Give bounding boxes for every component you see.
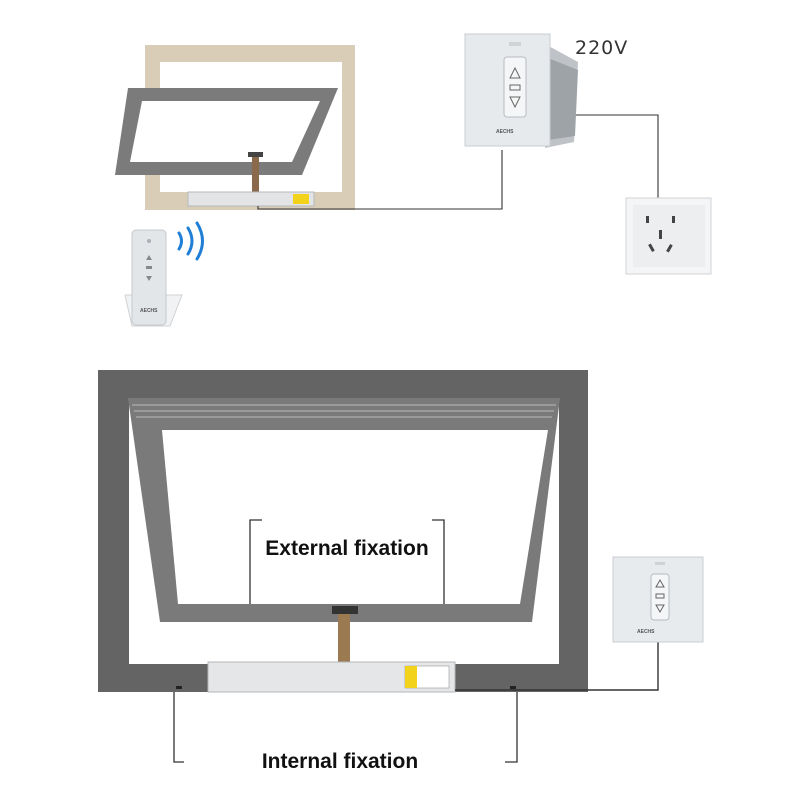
- wire-actuator-to-switch: [257, 150, 503, 210]
- top-wall-switch: AECHS: [464, 33, 578, 148]
- bottom-switch-logo: AECHS: [637, 629, 655, 635]
- top-actuator-chain: [252, 155, 259, 197]
- top-wiring: [257, 114, 659, 210]
- bottom-actuator-chain: [338, 612, 350, 664]
- bottom-wall-switch: AECHS: [612, 556, 704, 643]
- stop-icon: [509, 84, 521, 91]
- remote-logo: AECHS: [140, 308, 158, 314]
- remote-control: AECHS: [124, 229, 183, 327]
- top-actuator-body: [187, 191, 315, 207]
- wire-switch-to-socket: [560, 114, 659, 198]
- down-arrow-icon: [509, 96, 521, 109]
- up-arrow-icon: [509, 66, 521, 79]
- wire-bottom-actuator-to-switch: [455, 642, 659, 691]
- external-fixation-bracket: [249, 519, 445, 604]
- internal-fixation-bracket: [173, 692, 518, 763]
- internal-fixation-label: Internal fixation: [262, 750, 418, 773]
- top-switch-logo: AECHS: [496, 129, 514, 135]
- bottom-window-assembly: [98, 370, 588, 693]
- wireless-signal-icon: [177, 221, 204, 261]
- wall-socket: [625, 197, 712, 275]
- top-window-assembly: [115, 45, 355, 210]
- voltage-label: 220V: [575, 37, 628, 59]
- external-fixation-label: External fixation: [265, 537, 428, 560]
